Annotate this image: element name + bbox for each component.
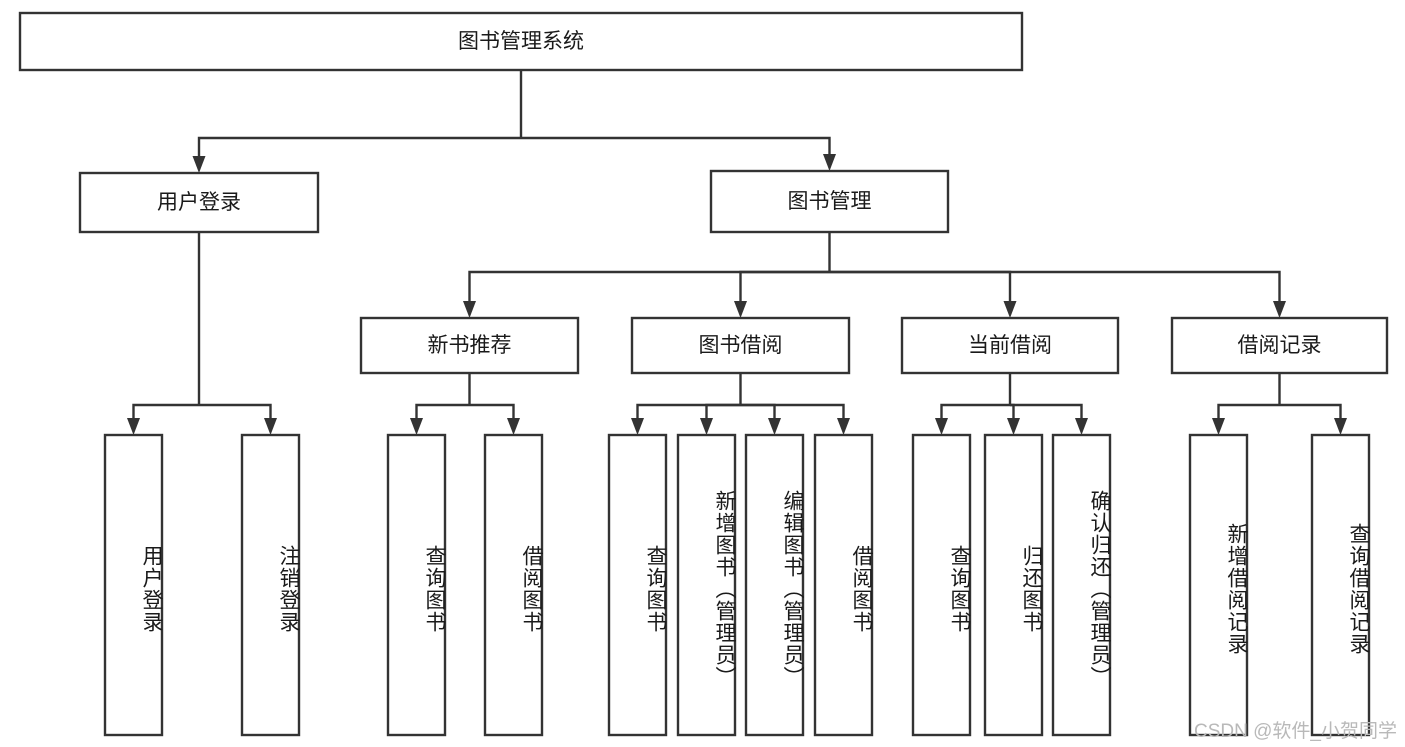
arrow-head-icon: [127, 418, 140, 435]
node-box-leaf-borrow-book-recommend[interactable]: [483, 433, 544, 737]
node-box-leaf-add-book-admin[interactable]: [676, 433, 737, 737]
node-box-root[interactable]: [18, 11, 1024, 72]
arrow-head-icon: [1007, 418, 1020, 435]
node-hit-leaf-edit-book-admin[interactable]: [746, 435, 803, 735]
node-box-leaf-borrow-book[interactable]: [813, 433, 874, 737]
connector-branch: [829, 270, 1012, 301]
node-box-leaf-user-login[interactable]: [103, 433, 164, 737]
node-box-leaf-query-book-recommend[interactable]: [386, 433, 447, 737]
node-box-book-management[interactable]: [709, 169, 950, 234]
node-hit-leaf-query-book-recommend[interactable]: [388, 435, 445, 735]
node-box-leaf-add-borrow-record[interactable]: [1188, 433, 1249, 737]
connector-branch: [199, 403, 272, 418]
node-box-borrow-record[interactable]: [1170, 316, 1389, 375]
connector-layer: [127, 70, 1347, 435]
node-box-new-book-recommend[interactable]: [359, 316, 580, 375]
node-box-leaf-query-book-current[interactable]: [911, 433, 972, 737]
connector-branch: [940, 403, 1010, 418]
node-hit-leaf-return-book[interactable]: [985, 435, 1042, 735]
node-label-root: 图书管理系统: [458, 30, 584, 53]
connector-branch: [740, 403, 845, 418]
node-label-current-borrow: 当前借阅: [968, 334, 1052, 357]
node-hit-leaf-query-book-borrow[interactable]: [609, 435, 666, 735]
arrow-head-icon: [700, 418, 713, 435]
arrow-head-icon: [935, 418, 948, 435]
arrow-head-icon: [768, 418, 781, 435]
watermark-text: CSDN @软件_小贺同学: [1194, 721, 1397, 742]
connector-branch: [636, 403, 741, 418]
node-label-borrow-record: 借阅记录: [1238, 334, 1322, 357]
arrow-head-icon: [1273, 301, 1286, 318]
node-box-current-borrow[interactable]: [900, 316, 1120, 375]
node-label-user-login: 用户登录: [157, 191, 241, 214]
connector-branch: [1010, 403, 1083, 418]
node-label-new-book-recommend: 新书推荐: [428, 334, 512, 357]
arrow-head-icon: [631, 418, 644, 435]
arrow-head-icon: [734, 301, 747, 318]
connector-branch: [1010, 403, 1015, 418]
node-box-leaf-logout-login[interactable]: [240, 433, 301, 737]
connector-branch: [469, 403, 515, 418]
node-hit-leaf-user-login[interactable]: [105, 435, 162, 735]
connector-branch: [521, 136, 831, 154]
connector-branch: [1217, 403, 1280, 418]
node-hit-leaf-query-borrow-record[interactable]: [1312, 435, 1369, 735]
arrow-head-icon: [823, 154, 836, 171]
arrow-head-icon: [410, 418, 423, 435]
node-box-leaf-return-book[interactable]: [983, 433, 1044, 737]
node-hit-leaf-borrow-book[interactable]: [815, 435, 872, 735]
connector-branch: [739, 270, 830, 301]
arrow-head-icon: [837, 418, 850, 435]
arrow-head-icon: [1075, 418, 1088, 435]
arrow-head-icon: [1334, 418, 1347, 435]
node-hit-leaf-add-book-admin[interactable]: [678, 435, 735, 735]
connector-branch: [1279, 403, 1342, 418]
connector-branch: [132, 403, 199, 418]
arrow-head-icon: [192, 156, 206, 173]
connector-branch: [740, 403, 776, 418]
node-label-book-management: 图书管理: [788, 190, 872, 213]
connector-branch: [197, 136, 521, 156]
connector-branch: [468, 270, 830, 301]
node-label-book-borrow: 图书借阅: [699, 334, 783, 357]
arrow-head-icon: [264, 418, 277, 435]
node-box-leaf-edit-book-admin[interactable]: [744, 433, 805, 737]
node-hit-leaf-logout-login[interactable]: [242, 435, 299, 735]
node-hit-leaf-add-borrow-record[interactable]: [1190, 435, 1247, 735]
node-layer: [18, 11, 1389, 737]
arrow-head-icon: [507, 418, 520, 435]
node-box-user-login[interactable]: [78, 171, 320, 234]
node-box-leaf-confirm-return-admin[interactable]: [1051, 433, 1112, 737]
node-hit-leaf-confirm-return-admin[interactable]: [1053, 435, 1110, 735]
connector-branch: [415, 403, 470, 418]
connector-branch: [705, 403, 741, 418]
node-box-leaf-query-borrow-record[interactable]: [1310, 433, 1371, 737]
node-box-book-borrow[interactable]: [630, 316, 851, 375]
arrow-head-icon: [1003, 301, 1017, 318]
arrow-head-icon: [463, 301, 476, 318]
node-box-leaf-query-book-borrow[interactable]: [607, 433, 668, 737]
connector-branch: [829, 270, 1281, 301]
arrow-head-icon: [1212, 418, 1225, 435]
node-hit-leaf-query-book-current[interactable]: [913, 435, 970, 735]
node-hit-leaf-borrow-book-recommend[interactable]: [485, 435, 542, 735]
